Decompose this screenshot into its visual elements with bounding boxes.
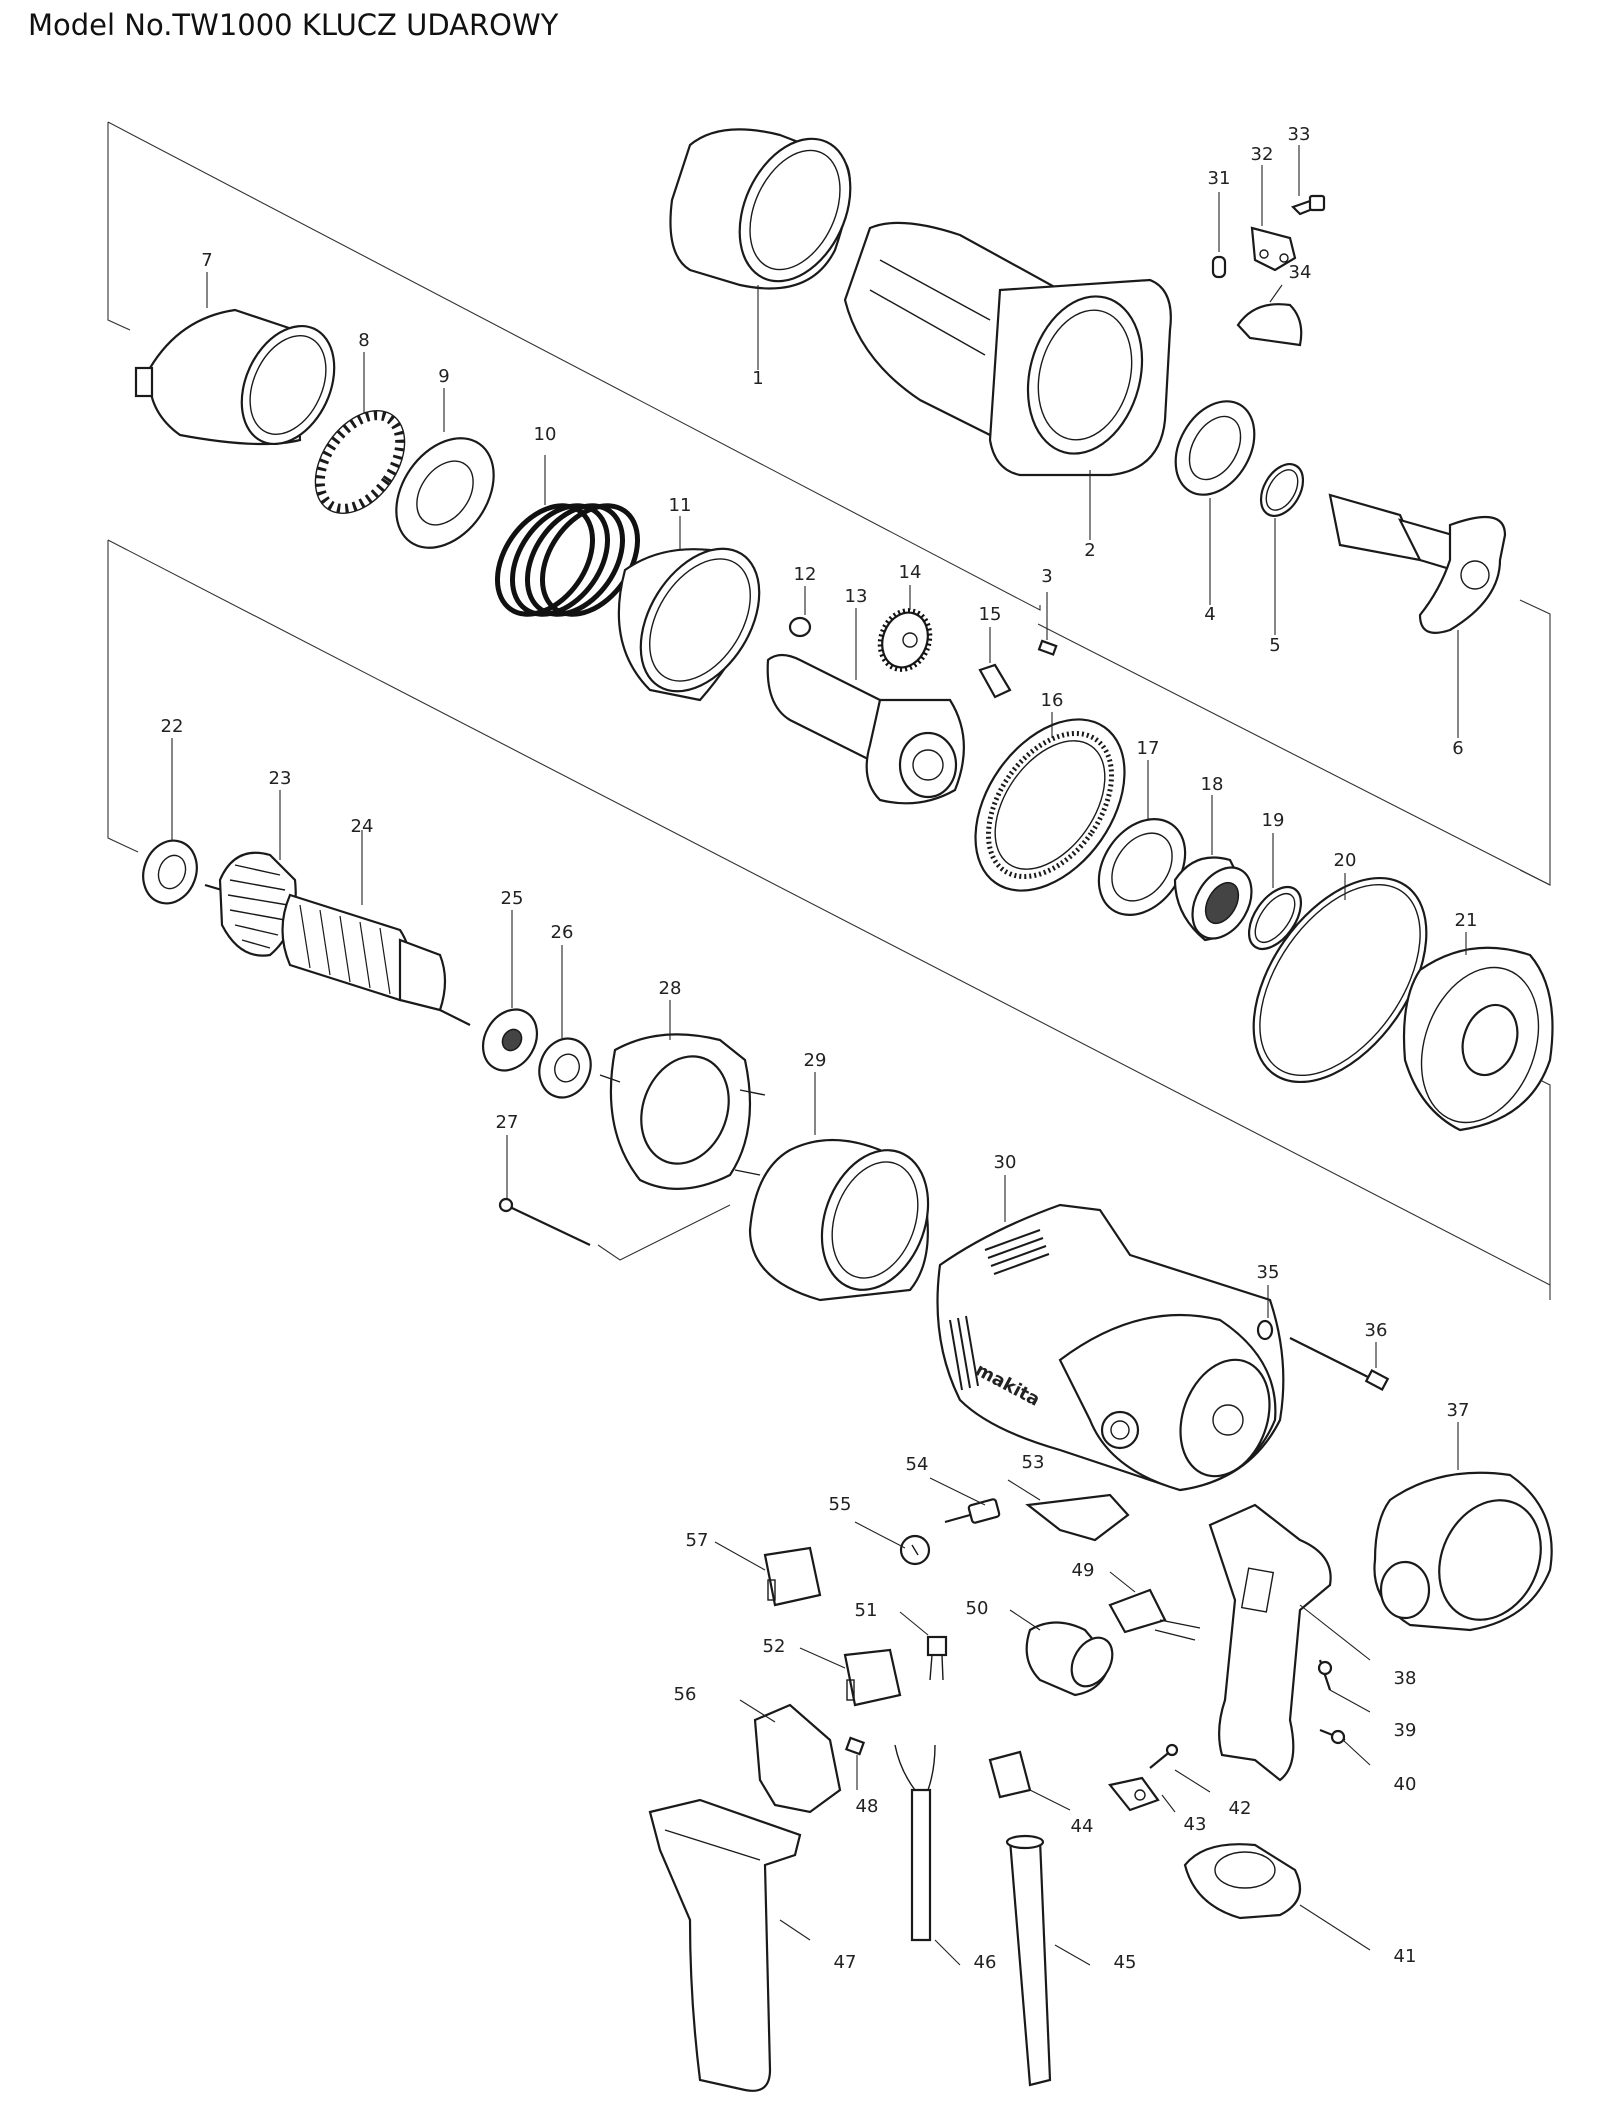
callout-30: 30 bbox=[994, 1152, 1017, 1173]
callout-38: 38 bbox=[1394, 1668, 1417, 1689]
callout-41: 41 bbox=[1394, 1946, 1417, 1967]
callout-5: 5 bbox=[1269, 635, 1280, 656]
parts-47-48-56-handle-switch bbox=[648, 1699, 866, 2092]
callout-48: 48 bbox=[856, 1796, 879, 1817]
part-2-hammer-case bbox=[843, 221, 1172, 540]
callout-21: 21 bbox=[1455, 910, 1478, 931]
parts-23-24-armature bbox=[204, 790, 471, 1026]
callout-39: 39 bbox=[1394, 1720, 1417, 1741]
callout-15: 15 bbox=[979, 604, 1002, 625]
parts-31-34-hook-hanger bbox=[1211, 145, 1326, 347]
part-16-internal-gear bbox=[974, 712, 1126, 892]
callout-13: 13 bbox=[845, 586, 868, 607]
callout-labels: 1234567891011121314151617181920212223242… bbox=[161, 124, 1478, 1973]
part-22-bearing bbox=[142, 738, 198, 905]
parts-12-14-15-3-small bbox=[788, 585, 1058, 699]
parts-35-36-washer-screw bbox=[1256, 1285, 1390, 1392]
assembly-frame-lines bbox=[107, 121, 1551, 1300]
part-13-spindle bbox=[766, 608, 965, 805]
parts-41-43-small bbox=[1108, 1743, 1371, 1951]
part-7-hammer bbox=[134, 272, 336, 446]
callout-11: 11 bbox=[669, 495, 692, 516]
callout-53: 53 bbox=[1022, 1452, 1045, 1473]
callout-10: 10 bbox=[534, 424, 557, 445]
callout-29: 29 bbox=[804, 1050, 827, 1071]
callout-24: 24 bbox=[351, 816, 374, 837]
callout-22: 22 bbox=[161, 716, 184, 737]
callout-28: 28 bbox=[659, 978, 682, 999]
callout-36: 36 bbox=[1365, 1320, 1388, 1341]
callout-45: 45 bbox=[1114, 1952, 1137, 1973]
part-29-field bbox=[748, 1072, 930, 1302]
callout-44: 44 bbox=[1071, 1816, 1094, 1837]
callout-18: 18 bbox=[1201, 774, 1224, 795]
callout-25: 25 bbox=[501, 888, 524, 909]
callout-3: 3 bbox=[1041, 566, 1052, 587]
part-11-ring bbox=[617, 516, 761, 702]
callout-12: 12 bbox=[794, 564, 817, 585]
callout-23: 23 bbox=[269, 768, 292, 789]
callout-34: 34 bbox=[1289, 262, 1312, 283]
callout-43: 43 bbox=[1184, 1814, 1207, 1835]
part-8-steel-balls bbox=[314, 352, 406, 514]
callout-19: 19 bbox=[1262, 810, 1285, 831]
callout-42: 42 bbox=[1229, 1798, 1252, 1819]
parts-38-40-handle-cover bbox=[1208, 1503, 1371, 1782]
parts-49-55-57-switch-parts bbox=[714, 1477, 1201, 1707]
part-27-screw bbox=[498, 1135, 591, 1246]
part-6-anvil bbox=[1328, 493, 1507, 738]
callout-40: 40 bbox=[1394, 1774, 1417, 1795]
callout-1: 1 bbox=[752, 368, 763, 389]
callout-27: 27 bbox=[496, 1112, 519, 1133]
callout-16: 16 bbox=[1041, 690, 1064, 711]
part-37-rear-cover bbox=[1373, 1422, 1553, 1632]
callout-47: 47 bbox=[834, 1952, 857, 1973]
callout-49: 49 bbox=[1072, 1560, 1095, 1581]
callout-20: 20 bbox=[1334, 850, 1357, 871]
callout-57: 57 bbox=[686, 1530, 709, 1551]
callout-35: 35 bbox=[1257, 1262, 1280, 1283]
parts-44-46-cord bbox=[894, 1744, 1091, 2087]
callout-52: 52 bbox=[763, 1636, 786, 1657]
callout-55: 55 bbox=[829, 1494, 852, 1515]
callout-51: 51 bbox=[855, 1600, 878, 1621]
part-28-baffle-plate bbox=[599, 1000, 766, 1190]
callout-26: 26 bbox=[551, 922, 574, 943]
callout-6: 6 bbox=[1452, 738, 1463, 759]
part-30-motor-housing: makita bbox=[936, 1175, 1285, 1492]
callout-32: 32 bbox=[1251, 144, 1274, 165]
callout-33: 33 bbox=[1288, 124, 1311, 145]
part-1-front-cover bbox=[669, 128, 852, 370]
callout-2: 2 bbox=[1084, 540, 1095, 561]
callout-9: 9 bbox=[438, 366, 449, 387]
callout-56: 56 bbox=[674, 1684, 697, 1705]
callout-17: 17 bbox=[1137, 738, 1160, 759]
callout-31: 31 bbox=[1208, 168, 1231, 189]
parts-4-5-washer-ring bbox=[1174, 400, 1305, 635]
callout-14: 14 bbox=[899, 562, 922, 583]
callout-4: 4 bbox=[1204, 604, 1215, 625]
callout-8: 8 bbox=[358, 330, 369, 351]
parts-17-20-washers-bearing bbox=[1097, 760, 1428, 1084]
part-9-flat-washer bbox=[395, 388, 495, 549]
callout-50: 50 bbox=[966, 1598, 989, 1619]
part-21-housing-cover bbox=[1402, 932, 1554, 1132]
parts-25-26-fan-bearing bbox=[481, 910, 592, 1099]
callout-54: 54 bbox=[906, 1454, 929, 1475]
callout-37: 37 bbox=[1447, 1400, 1470, 1421]
callout-7: 7 bbox=[201, 250, 212, 271]
page-title: Model No.TW1000 KLUCZ UDAROWY bbox=[28, 8, 559, 42]
callout-46: 46 bbox=[974, 1952, 997, 1973]
